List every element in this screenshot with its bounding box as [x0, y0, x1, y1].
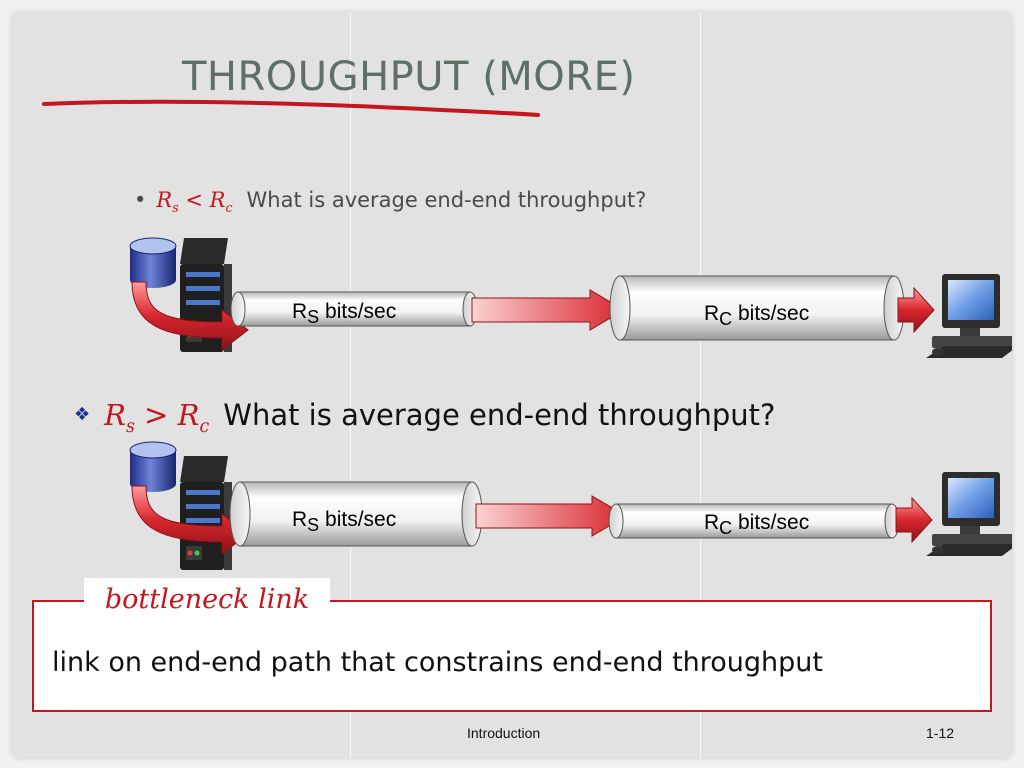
destination-arrow	[895, 496, 933, 544]
background-line	[700, 12, 701, 758]
pipe-cap-left	[609, 275, 631, 341]
bottleneck-label: bottleneck link	[84, 578, 330, 622]
pipe-body	[619, 275, 895, 341]
pipe-rc: RC bits/sec	[608, 503, 900, 539]
pipe-body	[239, 481, 473, 547]
pipe-rc-label: RC bits/sec	[704, 511, 809, 538]
rs-variable: Rs	[104, 398, 135, 437]
rc-main: R	[177, 398, 200, 432]
pipe-body	[237, 291, 471, 327]
pipe-cap-left	[230, 291, 246, 327]
footer-section: Introduction	[467, 725, 541, 741]
bullet-question: What is average end-end throughput?	[246, 188, 647, 212]
bottleneck-definition: link on end-end path that constrains end…	[52, 647, 823, 678]
comparison-operator: <	[185, 188, 203, 212]
rc-subscript: c	[225, 200, 233, 216]
background-line	[350, 12, 351, 758]
flow-arrow	[471, 289, 625, 331]
throughput-diagram: RS bits/sec RC bits/sec RS bits/s	[129, 237, 1012, 570]
bullet-marker: ❖	[74, 404, 91, 425]
computer-icon	[926, 274, 1012, 358]
bullet-1: • Rs < Rc What is average end-end throughp…	[134, 188, 646, 215]
title-underline	[42, 99, 540, 117]
database-icon	[129, 237, 177, 289]
pipe-rc: RC bits/sec	[609, 275, 905, 341]
pipe-cap-left	[229, 481, 251, 547]
rc-main: R	[209, 188, 226, 212]
diagram-1: RS bits/sec RC bits/sec	[129, 237, 1012, 358]
flow-arrow	[475, 495, 627, 537]
rc-subscript: c	[199, 416, 210, 437]
bullet-question: What is average end-end throughput?	[223, 398, 776, 432]
pipe-cap-left	[608, 503, 624, 539]
database-icon	[129, 441, 177, 493]
pipe-rs-label: RS bits/sec	[292, 300, 396, 327]
rs-subscript: s	[125, 416, 135, 437]
pipe-rs: RS bits/sec	[229, 481, 483, 547]
footer-page-number: 1-12	[926, 725, 955, 741]
bullet-2: ❖ Rs > Rc What is average end-end throughp…	[74, 398, 775, 437]
pipe-rs-label: RS bits/sec	[292, 508, 396, 535]
rs-main: R	[104, 398, 126, 432]
source-arrow	[131, 281, 249, 352]
diagram-2: RS bits/sec RC bits/sec	[129, 441, 1012, 570]
rc-variable: Rc	[209, 188, 233, 216]
rs-main: R	[156, 188, 173, 212]
bullet-marker: •	[134, 188, 147, 212]
source-arrow	[131, 485, 249, 556]
rs-variable: Rs	[156, 188, 179, 216]
slide-title: THROUGHPUT (MORE)	[182, 54, 636, 100]
pipe-rc-label: RC bits/sec	[704, 302, 809, 329]
rc-variable: Rc	[177, 398, 210, 437]
rs-subscript: s	[172, 200, 179, 216]
underline-stroke	[42, 99, 540, 117]
comparison-operator: >	[144, 398, 169, 432]
pipe-rs: RS bits/sec	[230, 291, 478, 327]
computer-icon	[926, 472, 1012, 556]
destination-arrow	[897, 286, 935, 334]
